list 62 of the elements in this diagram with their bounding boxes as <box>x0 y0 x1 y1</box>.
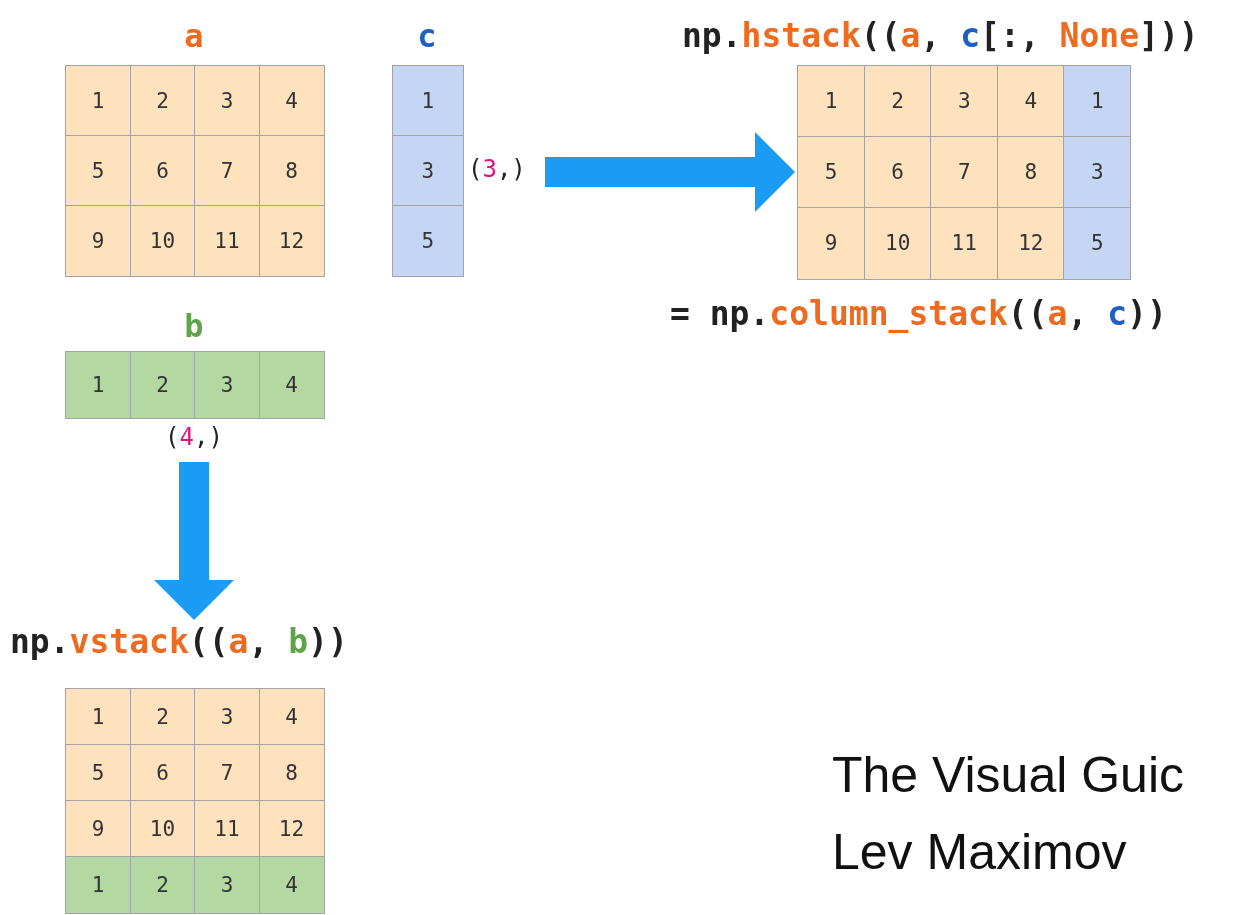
matrix-cell: 2 <box>863 65 932 138</box>
matrix-cell: 2 <box>129 856 196 914</box>
matrix-cell: 3 <box>194 65 260 137</box>
arrow <box>154 462 234 620</box>
matrix-cell: 2 <box>129 65 196 137</box>
matrix-cell: 3 <box>930 65 999 138</box>
matrix-cell: 1 <box>65 688 131 746</box>
matrix-cell: 3 <box>194 688 260 746</box>
matrix-cell: 8 <box>996 136 1065 209</box>
matrix-cell: 4 <box>258 351 325 419</box>
matrix-cell: 5 <box>797 136 866 209</box>
arrow <box>545 132 795 212</box>
array-name: a <box>183 17 205 56</box>
matrix-cell: 12 <box>258 205 325 277</box>
matrix-cell: 12 <box>258 800 325 858</box>
matrix-cell: 4 <box>996 65 1065 138</box>
matrix-cell: 11 <box>194 800 260 858</box>
matrix-cell: 11 <box>930 207 999 280</box>
matrix-cell: 3 <box>194 351 260 419</box>
matrix-cell: 1 <box>392 65 464 137</box>
matrix-cell: 6 <box>129 135 196 207</box>
shape-annotation: (4,) <box>164 423 224 452</box>
matrix-cell: 9 <box>65 205 131 277</box>
matrix-cell: 5 <box>65 744 131 802</box>
matrix-cell: 7 <box>194 135 260 207</box>
matrix-cell: 4 <box>258 65 325 137</box>
matrix-cell: 1 <box>797 65 866 138</box>
array-name: c <box>416 17 438 56</box>
matrix-cell: 7 <box>194 744 260 802</box>
matrix-cell: 1 <box>65 351 131 419</box>
matrix-cell: 3 <box>392 135 464 207</box>
matrix-cell: 1 <box>65 856 131 914</box>
code-expression: np.hstack((a, c[:, None])) <box>682 16 1200 56</box>
matrix-cell: 7 <box>930 136 999 209</box>
matrix-cell: 12 <box>996 207 1065 280</box>
matrix-cell: 10 <box>863 207 932 280</box>
matrix-cell: 6 <box>863 136 932 209</box>
code-expression: = np.column_stack((a, c)) <box>670 294 1168 334</box>
matrix-cell: 8 <box>258 744 325 802</box>
matrix-cell: 8 <box>258 135 325 207</box>
matrix-cell: 10 <box>129 205 196 277</box>
array-name: b <box>183 307 205 346</box>
matrix-cell: 9 <box>65 800 131 858</box>
shape-annotation: (3,) <box>468 155 527 184</box>
code-expression: np.vstack((a, b)) <box>10 622 349 662</box>
matrix-cell: 5 <box>65 135 131 207</box>
author-name: Lev Maximov <box>832 823 1127 882</box>
matrix-cell: 5 <box>1063 207 1132 280</box>
matrix-cell: 3 <box>1063 136 1132 209</box>
matrix-cell: 3 <box>194 856 260 914</box>
matrix-cell: 4 <box>258 688 325 746</box>
matrix-cell: 5 <box>392 205 464 277</box>
matrix-cell: 1 <box>65 65 131 137</box>
matrix-cell: 9 <box>797 207 866 280</box>
matrix-cell: 6 <box>129 744 196 802</box>
matrix-cell: 2 <box>129 688 196 746</box>
matrix-cell: 4 <box>258 856 325 914</box>
matrix-cell: 1 <box>1063 65 1132 138</box>
matrix-cell: 10 <box>129 800 196 858</box>
title-text: The Visual Guic <box>832 746 1185 805</box>
matrix-cell: 11 <box>194 205 260 277</box>
matrix-cell: 2 <box>129 351 196 419</box>
